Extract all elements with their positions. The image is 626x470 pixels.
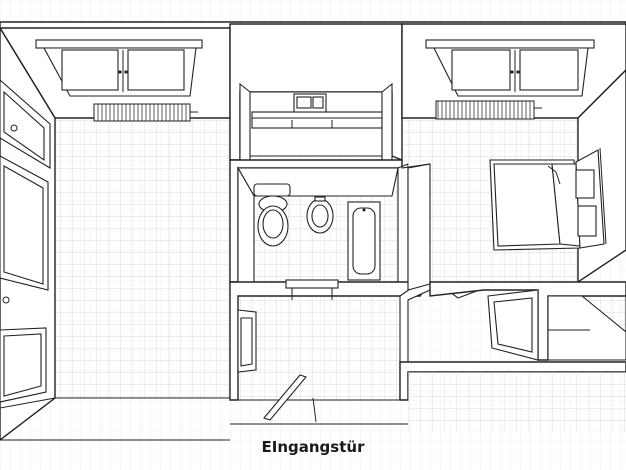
right-radiator [435,100,542,120]
hallway [229,163,432,425]
entrance-door-leaf [263,374,307,421]
left-radiator [93,103,198,122]
left-wardrobes [0,79,51,403]
right-window [425,39,595,97]
kitchen [229,23,403,162]
bathroom [229,159,409,292]
entrance-door-label: EIngangstür [261,438,365,456]
double-bed [489,147,607,251]
left-window [35,39,203,97]
lower-right-room [399,281,626,401]
